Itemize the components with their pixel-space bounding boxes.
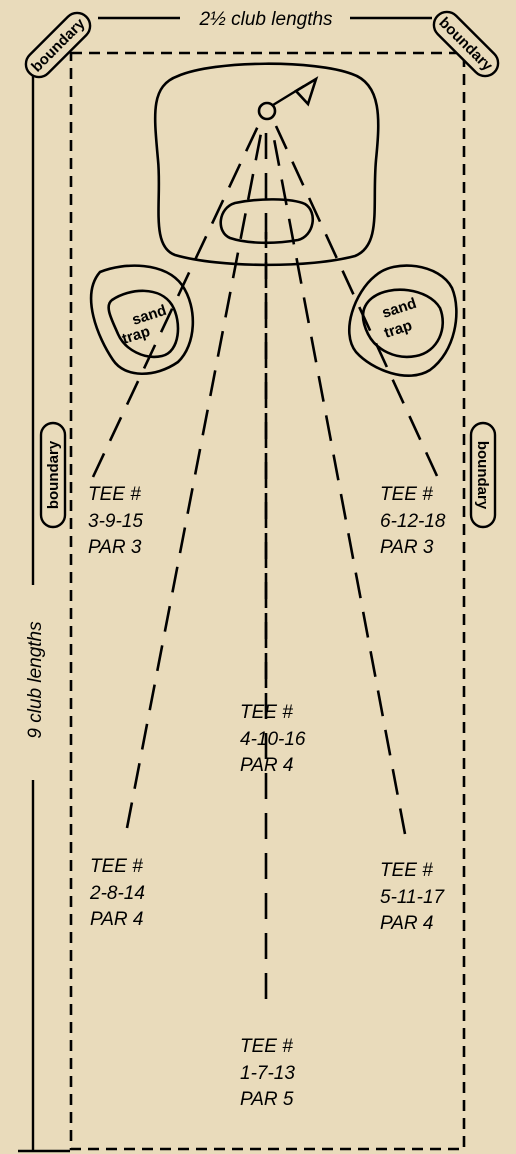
putting-green [153, 62, 380, 267]
svg-text:4-10-16: 4-10-16 [240, 729, 306, 750]
svg-text:TEE #: TEE # [240, 702, 293, 723]
svg-text:sand: sand [130, 302, 169, 329]
svg-text:PAR 4: PAR 4 [90, 909, 144, 930]
width-dimension: 2½ club lengths [98, 9, 432, 30]
svg-text:3-9-15: 3-9-15 [88, 511, 143, 532]
play-area-boundary [69, 51, 466, 1151]
svg-text:PAR 4: PAR 4 [240, 755, 294, 776]
boundary-tag-left: boundary [39, 421, 67, 529]
tee-label-4-10-16: TEE # 4-10-16 PAR 4 [240, 702, 306, 776]
svg-text:6-12-18: 6-12-18 [380, 511, 446, 532]
svg-text:sand: sand [380, 295, 419, 322]
svg-text:PAR 4: PAR 4 [380, 913, 434, 934]
length-dimension: 9 club lengths [18, 72, 70, 1153]
tee-label-6-12-18: TEE # 6-12-18 PAR 3 [380, 484, 446, 558]
svg-text:TEE #: TEE # [88, 484, 141, 505]
svg-text:TEE #: TEE # [240, 1036, 293, 1057]
tee-label-3-9-15: TEE # 3-9-15 PAR 3 [88, 484, 143, 558]
tee-label-2-8-14: TEE # 2-8-14 PAR 4 [89, 856, 145, 930]
svg-text:trap: trap [120, 323, 152, 348]
boundary-tag-top-right: boundary [432, 10, 500, 78]
svg-text:TEE #: TEE # [380, 860, 433, 881]
svg-text:5-11-17: 5-11-17 [380, 887, 446, 908]
svg-text:2-8-14: 2-8-14 [89, 883, 145, 904]
svg-text:TEE #: TEE # [380, 484, 433, 505]
svg-text:PAR 3: PAR 3 [380, 537, 434, 558]
tee-label-1-7-13: TEE # 1-7-13 PAR 5 [240, 1036, 295, 1110]
tee-label-5-11-17: TEE # 5-11-17 PAR 4 [380, 860, 446, 934]
sand-trap-left: sand trap [89, 264, 195, 375]
boundary-tag-right: boundary [469, 421, 497, 529]
shot-line-tee-6 [274, 125, 439, 477]
svg-text:boundary: boundary [474, 441, 491, 510]
svg-text:PAR 3: PAR 3 [88, 537, 142, 558]
svg-text:boundary: boundary [28, 15, 89, 76]
svg-text:boundary: boundary [45, 440, 62, 509]
shot-lines [91, 125, 439, 999]
svg-text:1-7-13: 1-7-13 [240, 1063, 295, 1084]
shot-line-tee-2 [125, 127, 264, 829]
svg-text:TEE #: TEE # [90, 856, 143, 877]
svg-text:boundary: boundary [435, 14, 496, 75]
width-dimension-label: 2½ club lengths [198, 9, 333, 30]
shot-line-tee-3 [91, 125, 260, 478]
length-dimension-label: 9 club lengths [25, 621, 46, 739]
boundary-tag-top-left: boundary [24, 11, 92, 79]
svg-text:PAR 5: PAR 5 [240, 1089, 294, 1110]
hole-flag [257, 76, 319, 121]
